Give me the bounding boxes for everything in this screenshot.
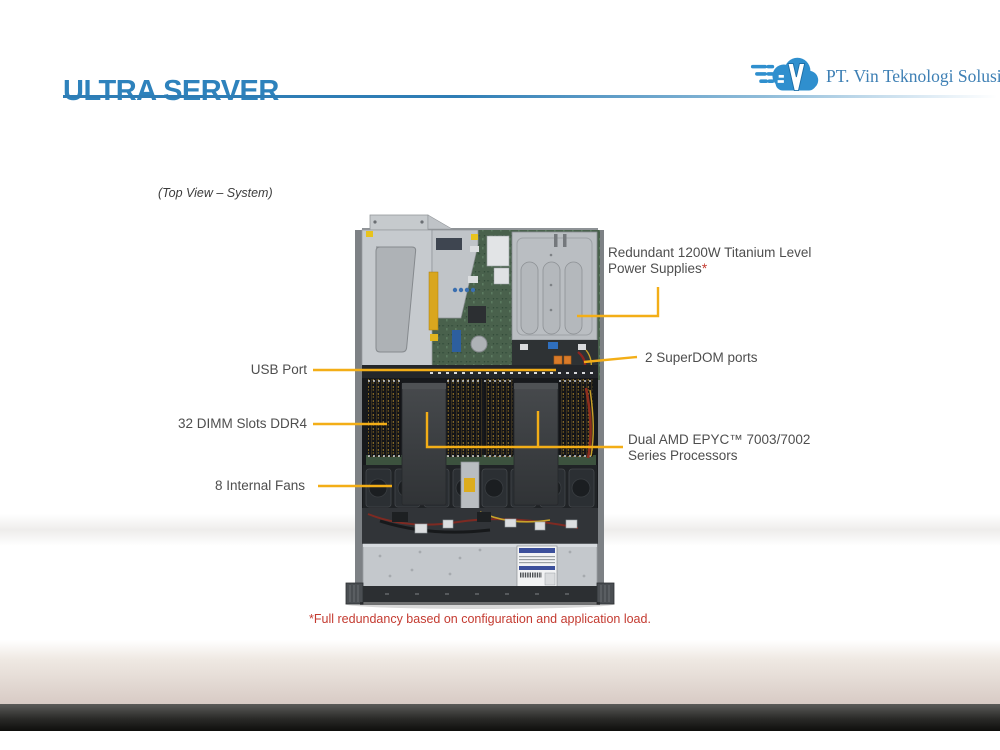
callout-epyc-line1: Dual AMD EPYC™ 7003/7002	[628, 432, 811, 447]
cloud-v-logo-icon	[750, 57, 819, 92]
drive-bay-cover	[362, 543, 598, 589]
leader-line-psu	[577, 287, 660, 318]
callout-fans: 8 Internal Fans	[214, 478, 305, 493]
rack-ears	[345, 582, 615, 605]
cpu-heatsinks	[401, 382, 559, 506]
rear-section	[361, 214, 600, 380]
callout-epyc-line2: Series Processors	[628, 447, 738, 463]
callout-dimm: 32 DIMM Slots DDR4	[177, 416, 307, 431]
dimm-cpu-section	[362, 378, 598, 513]
leader-line-superdom	[583, 355, 638, 364]
page-title: ULTRA SERVER	[63, 75, 279, 108]
callout-usb: USB Port	[250, 362, 307, 377]
riser-bracket	[361, 229, 479, 367]
company-logo: PT. Vin Teknologi Solusi	[750, 50, 1000, 102]
front-bezel	[345, 582, 615, 605]
leader-line-epyc	[425, 411, 623, 449]
spec-label	[516, 545, 558, 589]
top-view-caption: (Top View – System)	[158, 186, 273, 200]
title-underline	[63, 95, 997, 98]
footer-dark-band	[0, 704, 1000, 731]
power-supply-cover	[511, 231, 598, 341]
callout-psu: Redundant 1200W Titanium Level Power Sup…	[608, 245, 811, 276]
callout-epyc: Dual AMD EPYC™ 7003/7002 Series Processo…	[628, 432, 810, 463]
warning-labels	[366, 231, 478, 341]
fan-row	[363, 461, 597, 513]
cable-area	[362, 508, 598, 544]
motherboard-components	[452, 235, 510, 353]
callout-superdom: 2 SuperDOM ports	[645, 350, 758, 365]
cable-bundle-2	[589, 389, 594, 457]
company-name: PT. Vin Teknologi Solusi	[826, 65, 1000, 86]
bracket-label	[464, 478, 475, 492]
chassis-rails	[355, 230, 604, 588]
rear-bracket	[369, 214, 454, 231]
footnote-marker: *	[701, 260, 708, 276]
callout-psu-line1: Redundant 1200W Titanium Level	[608, 245, 812, 260]
callout-psu-line2: Power Supplies*	[608, 260, 708, 276]
redundancy-footnote: *Full redundancy based on configuration …	[309, 612, 651, 626]
footer-beige-band	[0, 640, 1000, 704]
cable-bundle	[584, 387, 592, 459]
